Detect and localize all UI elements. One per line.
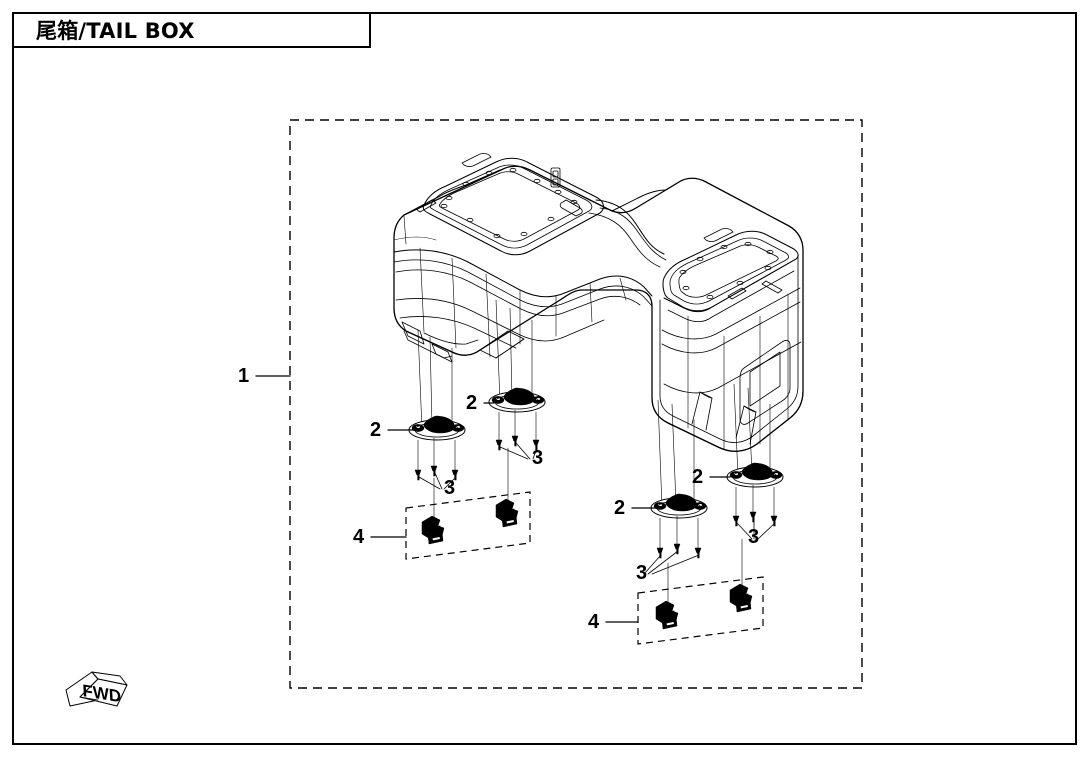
callout-2-mount-bracket-left-rear[interactable]: 2 [466, 392, 478, 414]
clamp-set-left [405, 447, 531, 560]
callout-4-clamp-set-right[interactable]: 4 [588, 611, 600, 633]
clamp-set-right [637, 538, 764, 645]
assembly-boundary-dashed-box [289, 119, 863, 689]
clamp-body [421, 515, 445, 545]
callout-2-mount-bracket-right-front[interactable]: 2 [614, 497, 626, 519]
clamp-body [655, 600, 679, 630]
callout-3-bolts-left-front[interactable]: 3 [444, 477, 456, 499]
bolt-group-left-rear [495, 409, 540, 460]
callout-4-clamp-set-left[interactable]: 4 [353, 526, 365, 548]
page-border [12, 12, 1077, 745]
clamp-body [495, 498, 519, 528]
callout-3-bolts-right-front[interactable]: 3 [636, 562, 648, 584]
bolt-group-left-front [414, 437, 459, 490]
tail-box-illustration [393, 153, 804, 452]
title-block: 尾箱/TAIL BOX [12, 12, 371, 48]
callout-3-bolts-left-rear[interactable]: 3 [532, 447, 544, 469]
callout-leader-lines [255, 375, 731, 623]
mount-bracket-right-rear [726, 383, 784, 488]
bolt-group-right-front [643, 515, 702, 575]
callout-2-mount-bracket-right-rear[interactable]: 2 [692, 466, 704, 488]
mount-bracket-left-rear [488, 299, 546, 413]
clamp-body [729, 583, 753, 613]
bolt-group-right-rear [732, 484, 778, 540]
mount-bracket-left-front [408, 329, 466, 441]
callout-3-bolts-right-rear[interactable]: 3 [748, 526, 760, 548]
fwd-arrow-marker: FWD [65, 671, 128, 707]
mount-bracket-right-front [650, 399, 708, 519]
callout-2-mount-bracket-left-front[interactable]: 2 [370, 419, 382, 441]
callout-1-tail-box[interactable]: 1 [238, 365, 250, 387]
page-title: 尾箱/TAIL BOX [36, 19, 195, 43]
